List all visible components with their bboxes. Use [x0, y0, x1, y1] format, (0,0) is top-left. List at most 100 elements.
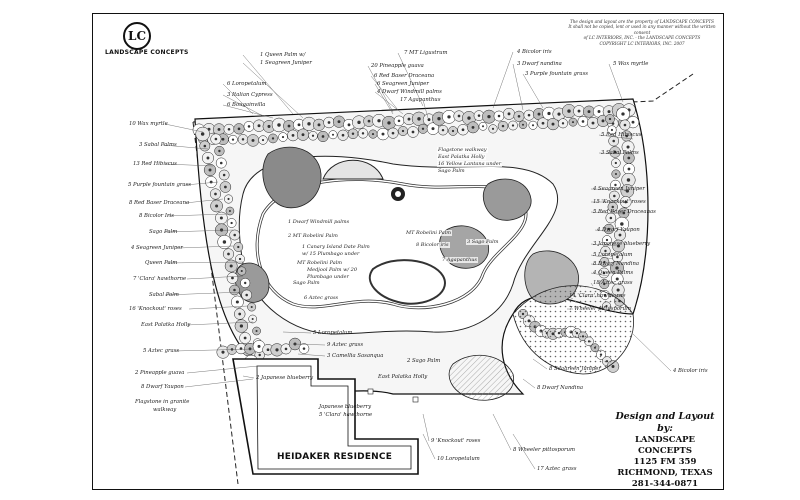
copyright-line: COPYRIGHT LC INTERIORS, INC. 2007 [599, 40, 685, 46]
copyright-line: It shall not be copied, lent or used in … [568, 24, 716, 35]
plant-center [557, 112, 561, 116]
plant-center [577, 109, 581, 113]
plant-center [611, 205, 614, 209]
leader-line [374, 91, 404, 115]
plant-label: 2 MT Robelini Palm [287, 233, 339, 239]
plant-center [337, 120, 341, 124]
plant-center [591, 121, 595, 125]
plant-label: MT Robelini Palm [296, 260, 344, 266]
leader-line [590, 243, 619, 247]
plant-center [507, 112, 511, 116]
plant-center [227, 127, 231, 131]
leader-line [184, 378, 254, 388]
plant-center [221, 137, 225, 141]
plant-center [427, 118, 431, 122]
plant-center [597, 110, 601, 113]
plant-label: 5 Red Hibiscus [601, 132, 642, 138]
plant-label: 7 Wheeler pittosporum [569, 306, 632, 312]
plant-center [247, 125, 251, 128]
plant-center [451, 129, 455, 133]
plant-center [615, 266, 619, 270]
plant-center [307, 122, 311, 126]
plant-center [239, 347, 243, 350]
leader-line [422, 433, 436, 460]
plant-center [245, 293, 248, 297]
plant-center [257, 344, 261, 348]
leader-line [422, 413, 430, 442]
plant-label: 14 'Clara' hawthorne [569, 293, 626, 299]
plant-center [567, 109, 571, 113]
leader-line [222, 94, 264, 117]
plant-center [631, 120, 635, 124]
design-credit: Design and Layout by: LANDSCAPE CONCEPTS… [615, 411, 715, 489]
plant-center [251, 138, 255, 142]
plant-center [200, 132, 205, 136]
plant-center [541, 121, 545, 125]
plant-center [248, 347, 252, 351]
plant-center [621, 112, 625, 116]
plant-center [233, 288, 236, 292]
plant-label: 18 Aztec grass [593, 280, 633, 286]
plant-center [277, 123, 281, 127]
plant-label: 2 Sago Palm [407, 358, 441, 364]
plant-center [609, 216, 613, 220]
plant-center [437, 116, 441, 121]
plant-label: 16 Yellow Lantana under [437, 161, 503, 167]
plant-center [527, 113, 531, 117]
plant-center [387, 121, 391, 125]
plant-center [227, 252, 230, 256]
plant-center [603, 260, 606, 264]
plant-center [297, 123, 301, 127]
plant-label: 3 Dwarf nandina [517, 61, 562, 67]
plant-label: 8 Dwarf Nandina [593, 261, 640, 267]
plant-center [608, 117, 612, 121]
plant-label: 6 Loropetalum [227, 81, 267, 87]
plant-center [275, 348, 279, 352]
plant-center [391, 131, 395, 135]
plant-center [501, 124, 505, 128]
paver-2 [412, 396, 419, 403]
plant-label: 4 Seagreen Juniper [593, 186, 645, 192]
leader-line [590, 272, 609, 277]
plant-center [321, 135, 325, 138]
plant-center [471, 125, 475, 129]
plant-band-top [192, 103, 640, 147]
plant-label: 17 Aztec grass [537, 466, 577, 472]
plant-label: Sabal Palm [149, 292, 179, 298]
plant-center [461, 128, 465, 132]
plant-label: 6 Red Baser Draceana [374, 73, 435, 79]
plant-center [214, 192, 217, 196]
garden-arch [322, 159, 384, 180]
plant-center [208, 168, 212, 172]
plant-label: 5 Red Baser Draceanas [593, 209, 656, 215]
credit-city: RICHMOND, TEXAS [617, 468, 713, 478]
leader-line [598, 134, 634, 140]
plant-label: 3 Sago Palm [466, 239, 500, 245]
plant-label: 8 Dwarf Nandina [537, 385, 584, 391]
plant-center [317, 123, 321, 127]
leader-line [242, 375, 255, 379]
plant-center [625, 189, 629, 193]
leader-line [174, 348, 254, 352]
plant-label: East Palatka Holly [141, 322, 191, 328]
plant-center [261, 138, 265, 142]
leader-line [166, 261, 244, 264]
plant-center [222, 240, 227, 244]
plant-center [616, 288, 620, 292]
plant-center [447, 115, 451, 119]
plant-center [357, 120, 361, 124]
plant-label: Sago Palm [149, 229, 178, 235]
leader-line [186, 365, 259, 374]
plant-center [238, 312, 242, 316]
leader-line [178, 245, 234, 249]
leader-line [164, 163, 214, 167]
plant-center [614, 183, 617, 187]
plant-label: 1 Canary Island Date Palm [301, 244, 371, 250]
plant-center [561, 122, 565, 125]
plant-center [613, 194, 616, 198]
plant-center [421, 127, 425, 130]
plant-center [517, 114, 521, 118]
plant-label: 7 Agapanthus [441, 257, 478, 263]
leader-line [242, 62, 304, 119]
plant-center [284, 347, 288, 351]
